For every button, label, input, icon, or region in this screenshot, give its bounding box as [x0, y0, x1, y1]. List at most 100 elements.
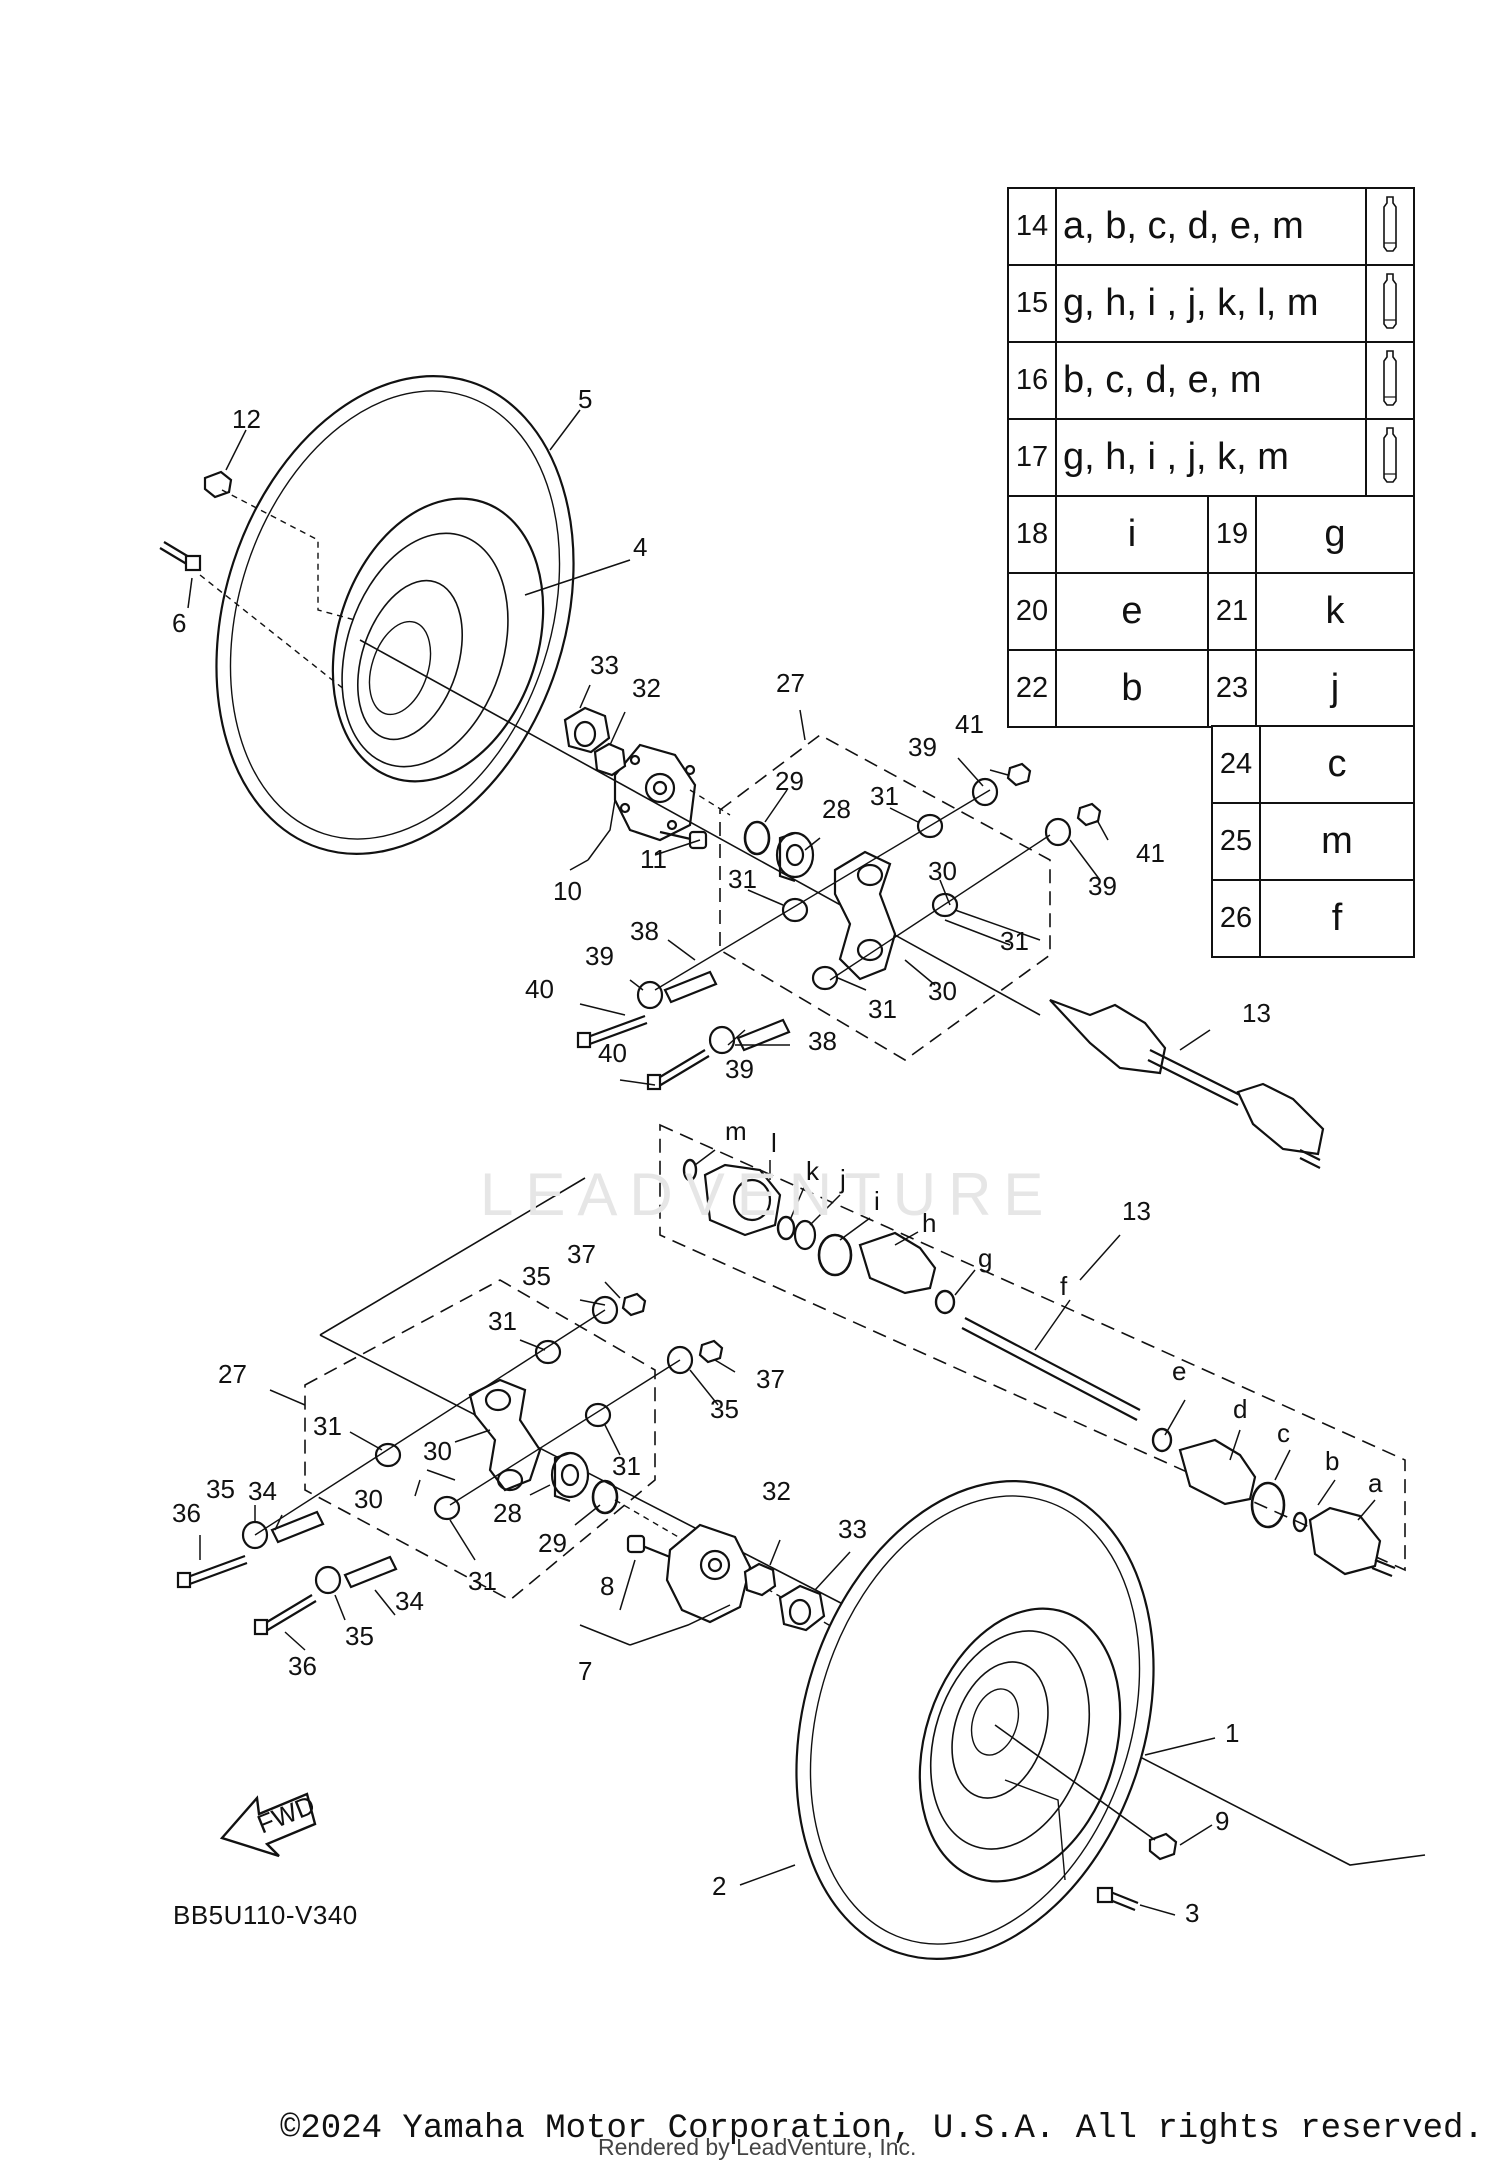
ref-letter: k — [1255, 572, 1415, 651]
ref-letter: j — [1255, 649, 1415, 728]
reference-row: 18 i 19 g — [1007, 495, 1415, 574]
lower-valve-stem[interactable] — [1096, 1886, 1139, 1912]
grease-tube-icon — [1365, 187, 1415, 266]
upper-nuts[interactable] — [1006, 762, 1102, 827]
ref-letter: b — [1055, 649, 1209, 728]
upper-wheel-hub[interactable] — [613, 743, 697, 842]
lower-assembly-outline — [319, 1177, 1426, 1866]
diagram-code: BB5U110-V340 — [173, 1900, 358, 1930]
callout-3: 3 — [1185, 1898, 1199, 1928]
ref-number: 19 — [1207, 495, 1257, 574]
callout-6: 6 — [172, 608, 186, 638]
callout-9: 9 — [1215, 1806, 1229, 1836]
lower-cap-nut[interactable] — [743, 1562, 777, 1597]
upper-bolts[interactable] — [576, 1014, 710, 1091]
lower-bushings[interactable] — [374, 1339, 612, 1521]
boot-band-c[interactable] — [1250, 1481, 1286, 1529]
callout-30-lower-b: 30 — [354, 1484, 383, 1514]
shaft-circlip-m[interactable] — [682, 1158, 698, 1182]
callout-33-upper: 33 — [590, 650, 619, 680]
lower-wheel-rim[interactable] — [886, 1582, 1153, 1907]
shaft-f[interactable] — [961, 1317, 1141, 1421]
grease-tube-icon — [1365, 264, 1415, 343]
lower-hub-bolt[interactable] — [626, 1534, 671, 1559]
kit-parts: g, h, i , j, k, m — [1055, 418, 1367, 497]
callout-32-upper: 32 — [632, 673, 661, 703]
callout-4: 4 — [633, 532, 647, 562]
callout-10: 10 — [553, 876, 582, 906]
callout-39-upper-d: 39 — [725, 1054, 754, 1084]
reference-row: 20 e 21 k — [1007, 572, 1415, 651]
lower-hub-nut[interactable] — [778, 1584, 826, 1632]
boot-band-g[interactable] — [934, 1289, 956, 1315]
lower-nuts[interactable] — [621, 1292, 724, 1364]
lower-lug-nut[interactable] — [1148, 1832, 1178, 1861]
callout-35-b: 35 — [710, 1394, 739, 1424]
callout-l: l — [771, 1128, 777, 1158]
kit-contents-table: 14 a, b, c, d, e, m 15 g, h, i , j, k, l… — [1007, 187, 1415, 497]
callout-34-a: 34 — [248, 1476, 277, 1506]
clamp-j[interactable] — [793, 1219, 817, 1251]
callout-13-lower: 13 — [1122, 1196, 1151, 1226]
kit-row: 16 b, c, d, e, m — [1007, 341, 1415, 420]
ref-letter: g — [1255, 495, 1415, 574]
lower-bearing[interactable] — [550, 1451, 590, 1503]
boot-band-e[interactable] — [1151, 1427, 1173, 1453]
callout-33-lower: 33 — [838, 1514, 867, 1544]
upper-collars[interactable] — [663, 970, 791, 1052]
callout-1: 1 — [1225, 1718, 1239, 1748]
kit-parts: a, b, c, d, e, m — [1055, 187, 1367, 266]
callout-k: k — [806, 1156, 820, 1186]
ref-number: 21 — [1207, 572, 1257, 651]
lower-circlip[interactable] — [591, 1479, 619, 1515]
callout-30-upper-a: 30 — [928, 856, 957, 886]
callout-39-upper-a: 39 — [908, 732, 937, 762]
callout-31-lower-a: 31 — [488, 1306, 517, 1336]
callout-31-upper-c: 31 — [1000, 926, 1029, 956]
callout-31-lower-c: 31 — [612, 1451, 641, 1481]
upper-cap-nut[interactable] — [593, 742, 627, 777]
callout-h: h — [922, 1208, 936, 1238]
callout-27-lower: 27 — [218, 1359, 247, 1389]
valve-stem[interactable] — [159, 541, 202, 572]
lower-collars[interactable] — [270, 1510, 398, 1589]
callout-11: 11 — [640, 844, 667, 874]
part-reference-table: 18 i 19 g 20 e 21 k 22 b 23 j — [1007, 495, 1415, 728]
upper-washers[interactable] — [636, 777, 1072, 1055]
shaft-circlip-k[interactable] — [776, 1215, 796, 1241]
lower-bolts[interactable] — [176, 1554, 317, 1636]
inner-boot-h[interactable] — [858, 1231, 937, 1295]
outer-boot-d[interactable] — [1178, 1438, 1257, 1506]
outer-cv-joint-a[interactable] — [1308, 1506, 1396, 1578]
lower-knuckle-kit-outline — [304, 1279, 656, 1601]
upper-drive-shaft[interactable] — [1049, 998, 1325, 1169]
upper-circlip[interactable] — [743, 820, 771, 856]
kit-number: 15 — [1007, 264, 1057, 343]
ref-number: 22 — [1007, 649, 1057, 728]
callout-g: g — [978, 1243, 992, 1273]
boot-band-i[interactable] — [817, 1233, 853, 1277]
ref-letter: m — [1259, 802, 1415, 881]
rendered-by-notice: Rendered by LeadVenture, Inc. — [598, 2134, 917, 2160]
callout-13-upper: 13 — [1242, 998, 1271, 1028]
upper-wheel-rim[interactable] — [298, 471, 578, 809]
kit-number: 14 — [1007, 187, 1057, 266]
upper-bearing[interactable] — [775, 831, 815, 883]
callout-41-upper-b: 41 — [1136, 838, 1165, 868]
callout-38-upper-b: 38 — [808, 1026, 837, 1056]
leader-lines — [187, 409, 1376, 1916]
callout-29-lower: 29 — [538, 1528, 567, 1558]
lug-nut[interactable] — [203, 470, 233, 499]
kit-row: 17 g, h, i , j, k, m — [1007, 418, 1415, 497]
inner-cv-joint[interactable] — [703, 1163, 782, 1237]
upper-hub-nut[interactable] — [563, 706, 611, 754]
callout-c: c — [1277, 1418, 1290, 1448]
lower-wheel-hub[interactable] — [665, 1523, 752, 1624]
drive-shaft-kit-outline — [659, 1123, 1406, 1572]
shaft-circlip-b[interactable] — [1292, 1511, 1308, 1533]
kit-parts: b, c, d, e, m — [1055, 341, 1367, 420]
reference-row: 25 m — [1211, 802, 1415, 881]
kit-row: 14 a, b, c, d, e, m — [1007, 187, 1415, 266]
lower-knuckle[interactable] — [468, 1378, 542, 1492]
upper-knuckle[interactable] — [833, 850, 897, 981]
